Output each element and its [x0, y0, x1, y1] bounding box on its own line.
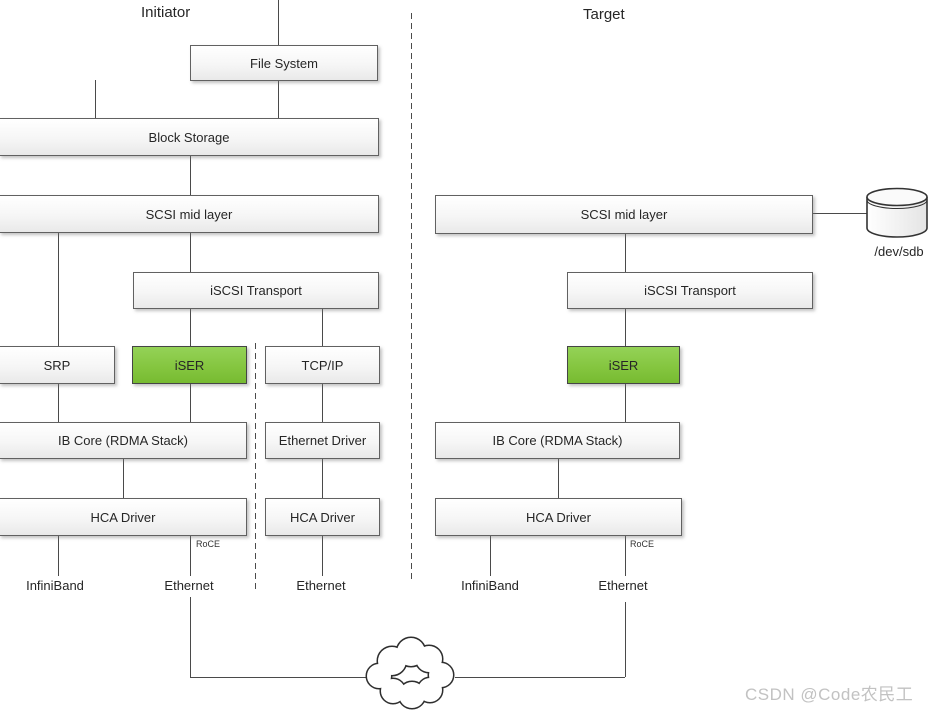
connector-scsi-mid-to-disk [813, 213, 868, 214]
iser-target-box: iSER [567, 346, 680, 384]
iscsi-transport-initiator-box: iSCSI Transport [133, 272, 379, 309]
ethernet-label-initiator: Ethernet [164, 578, 214, 593]
connector-srp-ib-core [58, 384, 59, 422]
connector-hca-ethernet-tcp [322, 536, 323, 576]
hca-driver-initiator-eth-box: HCA Driver [265, 498, 380, 536]
scsi-mid-layer-initiator-box: SCSI mid layer [0, 195, 379, 233]
hca-driver-target-box: HCA Driver [435, 498, 682, 536]
srp-box: SRP [0, 346, 115, 384]
block-storage-box: Block Storage [0, 118, 379, 156]
connector-target-scsi-mid-iscsi-transport [625, 234, 626, 272]
initiator-target-divider-dashed-line [411, 13, 412, 583]
ethernet-label-target: Ethernet [598, 578, 648, 593]
connector-target-ethernet-to-cloud-h [455, 677, 625, 678]
tcpip-box: TCP/IP [265, 346, 380, 384]
connector-target-hca-infiniband [490, 536, 491, 576]
iser-initiator-box: iSER [132, 346, 247, 384]
ib-core-target-box: IB Core (RDMA Stack) [435, 422, 680, 459]
initiator-title: Initiator [141, 4, 191, 21]
connector-scsi-mid-iscsi-transport [190, 233, 191, 272]
connector-hca-infiniband [58, 536, 59, 576]
connector-iscsi-transport-tcpip [322, 309, 323, 346]
connector-tcpip-ethernet-driver [322, 384, 323, 422]
csdn-watermark: CSDN @Code农民工 [745, 685, 914, 704]
connector-initiator-ethernet-to-cloud-h [190, 677, 370, 678]
ethernet-driver-box: Ethernet Driver [265, 422, 380, 459]
ethernet-label-tcp: Ethernet [296, 578, 346, 593]
connector-top-to-block-storage [95, 80, 96, 118]
connector-block-storage-scsi-mid [190, 156, 191, 195]
infiniband-label-initiator: InfiniBand [26, 578, 84, 593]
connector-iscsi-transport-iser [190, 309, 191, 346]
connector-target-ethernet-to-cloud-v [625, 602, 626, 677]
file-system-box: File System [190, 45, 378, 81]
rdma-tcp-divider-dashed-line [255, 343, 256, 590]
network-cloud-icon [365, 636, 455, 710]
connector-top-to-file-system [278, 0, 279, 45]
disk-cylinder-icon [866, 187, 928, 238]
connector-target-hca-ethernet [625, 536, 626, 576]
disk-device-label: /dev/sdb [874, 244, 924, 259]
infiniband-label-target: InfiniBand [461, 578, 519, 593]
connector-scsi-mid-srp [58, 233, 59, 346]
roce-label-target: RoCE [630, 539, 655, 549]
scsi-mid-layer-target-box: SCSI mid layer [435, 195, 813, 234]
connector-ib-core-hca-driver [123, 459, 124, 498]
iscsi-transport-target-box: iSCSI Transport [567, 272, 813, 309]
connector-file-system-block-storage [278, 81, 279, 118]
hca-driver-initiator-ib-box: HCA Driver [0, 498, 247, 536]
connector-ethernet-driver-hca-driver [322, 459, 323, 498]
connector-target-ib-core-hca-driver [558, 459, 559, 498]
connector-target-iscsi-transport-iser [625, 309, 626, 346]
connector-iser-ib-core [190, 384, 191, 422]
target-title: Target [583, 6, 625, 23]
ib-core-initiator-box: IB Core (RDMA Stack) [0, 422, 247, 459]
roce-label-initiator: RoCE [196, 539, 221, 549]
connector-initiator-ethernet-to-cloud-v [190, 597, 191, 677]
connector-target-iser-ib-core [625, 384, 626, 422]
connector-hca-ethernet-roce [190, 536, 191, 576]
